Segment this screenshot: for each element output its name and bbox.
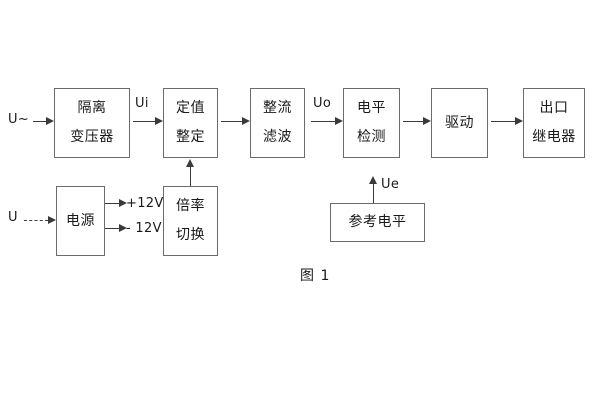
- arrow-reference-to-level-detect: [369, 176, 378, 203]
- block-setting-value-line-1: 定值: [176, 100, 205, 117]
- block-rectify-filter-line-2: 滤波: [263, 129, 292, 145]
- supply-positive-label: +12V: [126, 196, 164, 211]
- block-rectify-filter-line-1: 整流: [263, 100, 292, 117]
- arrow-supply-negative: [105, 224, 127, 233]
- block-reference-level: 参考电平: [330, 203, 425, 242]
- signal-uo-label: Uo: [313, 96, 332, 111]
- arrow-rectify-to-level-detect: [311, 117, 343, 126]
- block-level-detect-line-1: 电平: [357, 100, 386, 117]
- arrow-setting-to-rectify: [221, 117, 250, 126]
- block-isolation-transformer-line-2: 变压器: [70, 129, 114, 145]
- arrow-level-detect-to-drive: [403, 117, 431, 126]
- block-multiplier-switch: 倍率 切换: [163, 186, 218, 256]
- block-isolation-transformer: 隔离 变压器: [54, 88, 130, 158]
- arrow-supply-positive: [105, 199, 127, 208]
- block-output-relay-line-2: 继电器: [532, 129, 576, 145]
- block-isolation-transformer-line-1: 隔离: [77, 100, 107, 117]
- arrow-input-ac: [33, 117, 54, 126]
- input-dc-label: U: [8, 210, 18, 225]
- block-setting-value: 定值 整定: [163, 88, 218, 158]
- signal-ui-label: Ui: [135, 96, 149, 111]
- arrow-input-dc: [24, 216, 56, 225]
- block-multiplier-switch-line-2: 切换: [176, 227, 205, 243]
- block-output-relay-line-1: 出口: [539, 100, 569, 117]
- block-output-relay: 出口 继电器: [523, 88, 585, 158]
- supply-negative-label: - 12V: [126, 221, 162, 236]
- block-level-detect-line-2: 检测: [357, 129, 386, 145]
- block-setting-value-line-2: 整定: [176, 129, 205, 145]
- block-power-supply-line-1: 电源: [66, 212, 95, 229]
- block-multiplier-switch-line-1: 倍率: [176, 198, 205, 215]
- arrow-drive-to-output-relay: [491, 117, 523, 126]
- input-ac-label: U~: [8, 112, 30, 127]
- block-reference-level-line-1: 参考电平: [348, 214, 407, 231]
- signal-ue-label: Ue: [381, 177, 400, 192]
- arrow-multiplier-to-setting: [186, 159, 195, 186]
- block-drive: 驱动: [431, 88, 488, 158]
- block-drive-line-1: 驱动: [445, 114, 474, 131]
- figure-caption: 图 1: [300, 268, 331, 284]
- block-power-supply: 电源: [56, 186, 105, 256]
- arrow-transformer-to-setting: [133, 117, 163, 126]
- block-rectify-filter: 整流 滤波: [250, 88, 305, 158]
- block-level-detect: 电平 检测: [343, 88, 400, 158]
